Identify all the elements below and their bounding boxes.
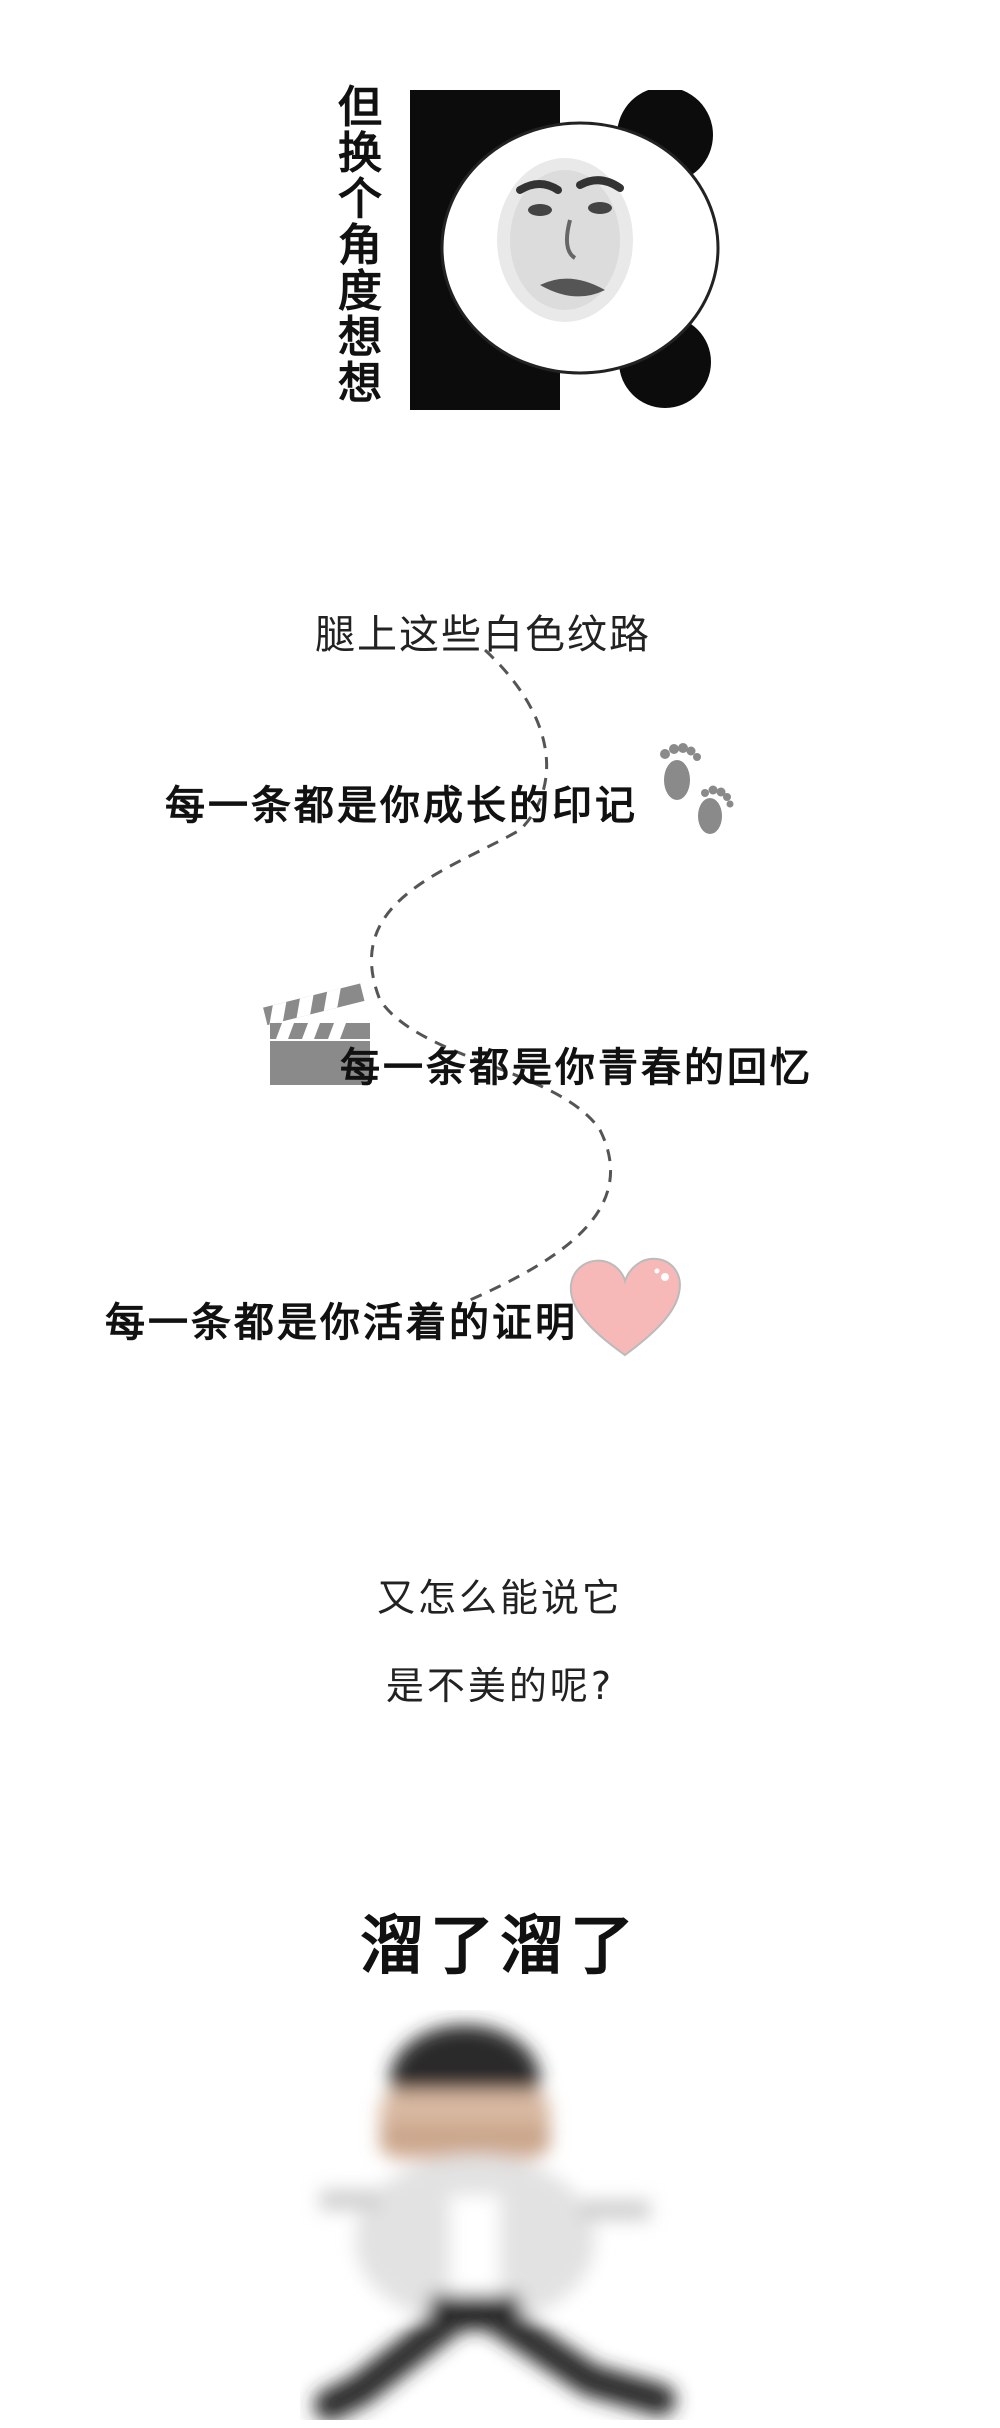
panda-face-image bbox=[410, 90, 720, 410]
poem-line-3: 每一条都是你青春的回忆 bbox=[340, 1044, 813, 1091]
ending-slogan: 溜了溜了 bbox=[360, 1909, 640, 1984]
panda-meme: 但换个角度想想 bbox=[330, 85, 730, 430]
running-figure-image bbox=[314, 2025, 676, 2420]
poem-line-1: 腿上这些白色纹路 bbox=[315, 612, 651, 658]
heart-icon bbox=[569, 1257, 681, 1357]
question-line-2: 是不美的呢? bbox=[385, 1664, 615, 1708]
question-line-1: 又怎么能说它 bbox=[376, 1576, 623, 1620]
clapperboard-icon bbox=[263, 983, 370, 1085]
meme-caption: 但换个角度想想 bbox=[338, 82, 382, 409]
dashed-path bbox=[370, 648, 613, 1302]
poem-line-4: 每一条都是你活着的证明 bbox=[105, 1299, 578, 1346]
poem-line-2: 每一条都是你成长的印记 bbox=[165, 782, 638, 829]
footprints-icon bbox=[660, 743, 734, 834]
